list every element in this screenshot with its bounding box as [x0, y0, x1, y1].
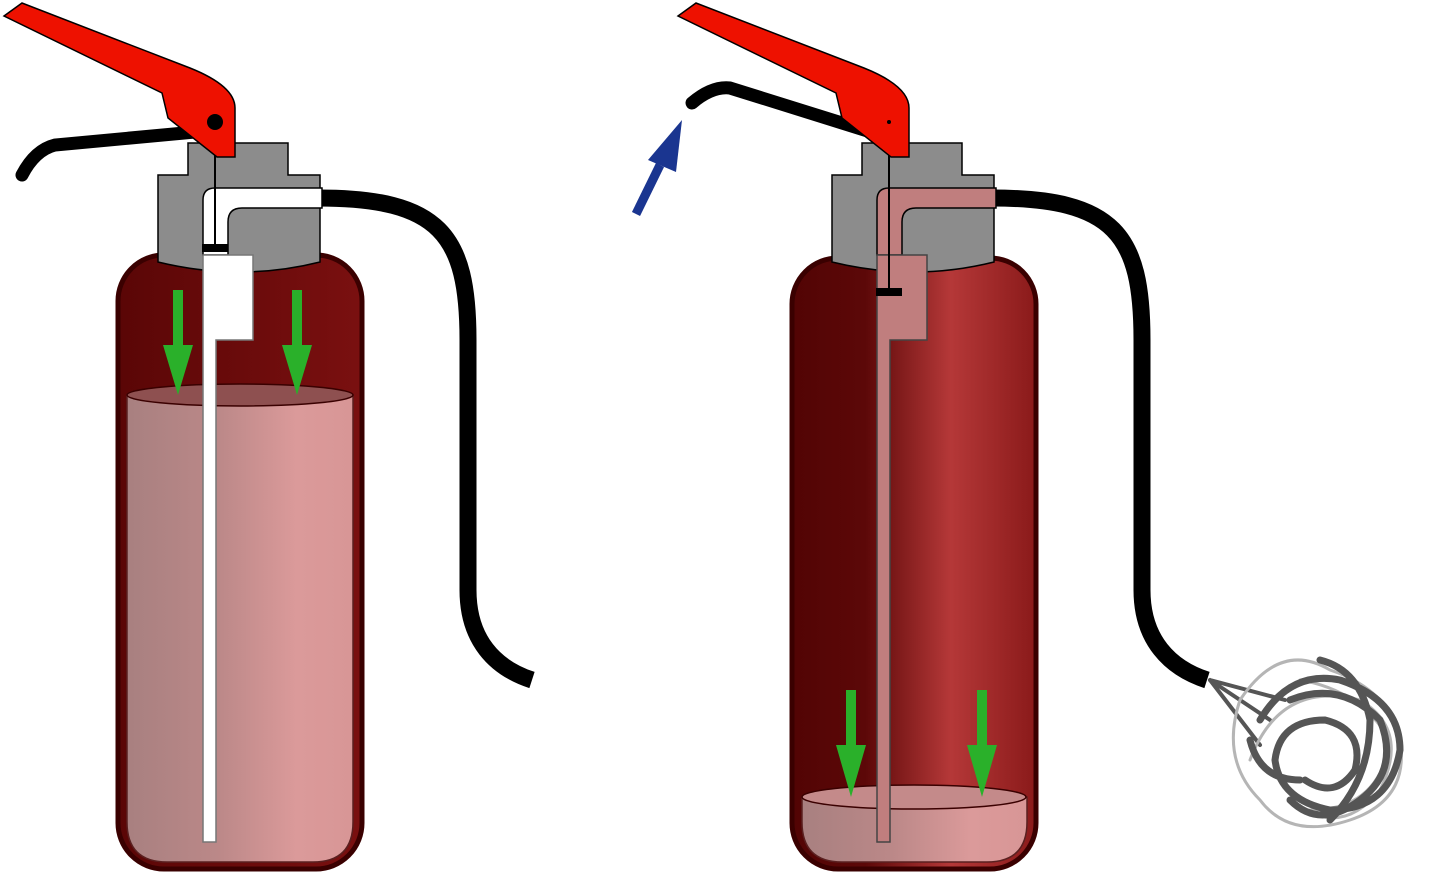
lever-pivot [207, 114, 223, 130]
hose [991, 189, 1210, 689]
up-right-arrow-icon [631, 120, 682, 216]
siphon-tube [876, 254, 928, 843]
carry-handle [15, 125, 202, 182]
trigger-lever [2, 2, 236, 158]
cylinder-body [789, 255, 1039, 872]
extinguisher-idle [2, 2, 535, 872]
spray-cloud [1208, 656, 1404, 829]
extinguishing-agent [801, 796, 1028, 863]
liquid-surface [801, 784, 1027, 810]
carry-handle [685, 81, 897, 145]
hose [317, 189, 535, 689]
down-arrow-icon [163, 290, 193, 395]
extinguisher-discharging [631, 2, 1404, 872]
extinguishing-agent [126, 394, 354, 863]
lever-pivot [887, 120, 891, 124]
down-arrow-icon [836, 690, 866, 797]
trigger-lever [676, 2, 910, 158]
siphon-tube [202, 254, 254, 843]
liquid-surface [126, 383, 354, 407]
down-arrow-icon [282, 290, 312, 395]
down-arrow-icon [967, 690, 997, 797]
